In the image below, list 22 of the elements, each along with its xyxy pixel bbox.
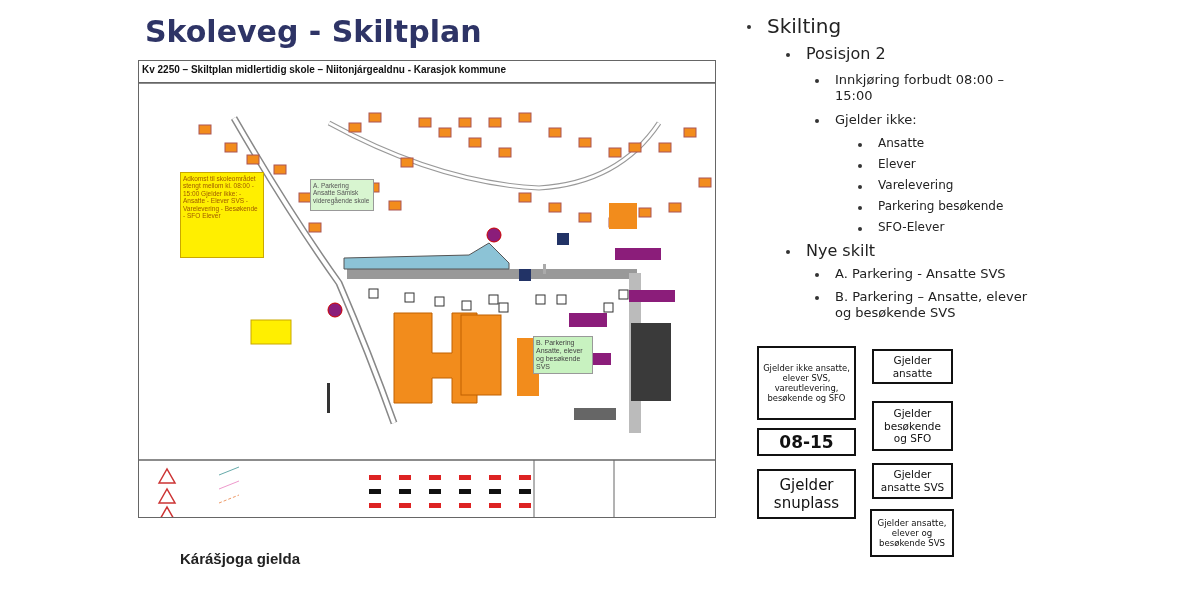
sign-panel: Gjelder ansatte SVS [872, 463, 953, 499]
sign-panel: Gjelder ikke ansatte, elever SVS, vareutlevering, besøkende og SFO [757, 346, 856, 420]
bullet-item: Skilting [767, 14, 843, 39]
bullet-item: Parkering besøkende [878, 199, 1005, 214]
bullet-item: Nye skilt [806, 241, 877, 261]
sign-panel: Gjelder snuplass [757, 469, 856, 519]
map-header: Kv 2250 – Skiltplan midlertidig skole – Niitonjárgealdnu - Karasjok kommune [142, 64, 506, 75]
bullet-item: SFO-Elever [878, 220, 946, 235]
slide-title: Skoleveg - Skiltplan [145, 14, 482, 49]
bullet-item: Gjelder ikke: [835, 112, 918, 129]
bullet-item: A. Parkering - Ansatte SVS [835, 266, 1007, 283]
bullet-item: Elever [878, 157, 917, 172]
municipality-name: Kárášjoga gielda [180, 550, 301, 567]
bullet-item: Varelevering [878, 178, 955, 193]
sign-panel: Gjelder besøkende og SFO [872, 401, 953, 451]
sign-panel: Gjelder ansatte, elever og besøkende SVS [870, 509, 954, 557]
bullet-item: Posisjon 2 [806, 44, 887, 64]
bullet-item: B. Parkering – Ansatte, elever og besøkende SVS [835, 289, 1028, 322]
bullet-item: Ansatte [878, 136, 926, 151]
sign-panel: 08-15 [757, 428, 856, 456]
bullet-item: Innkjøring forbudt 08:00 – 15:00 [835, 72, 1005, 105]
sign-panel: Gjelder ansatte [872, 349, 953, 384]
